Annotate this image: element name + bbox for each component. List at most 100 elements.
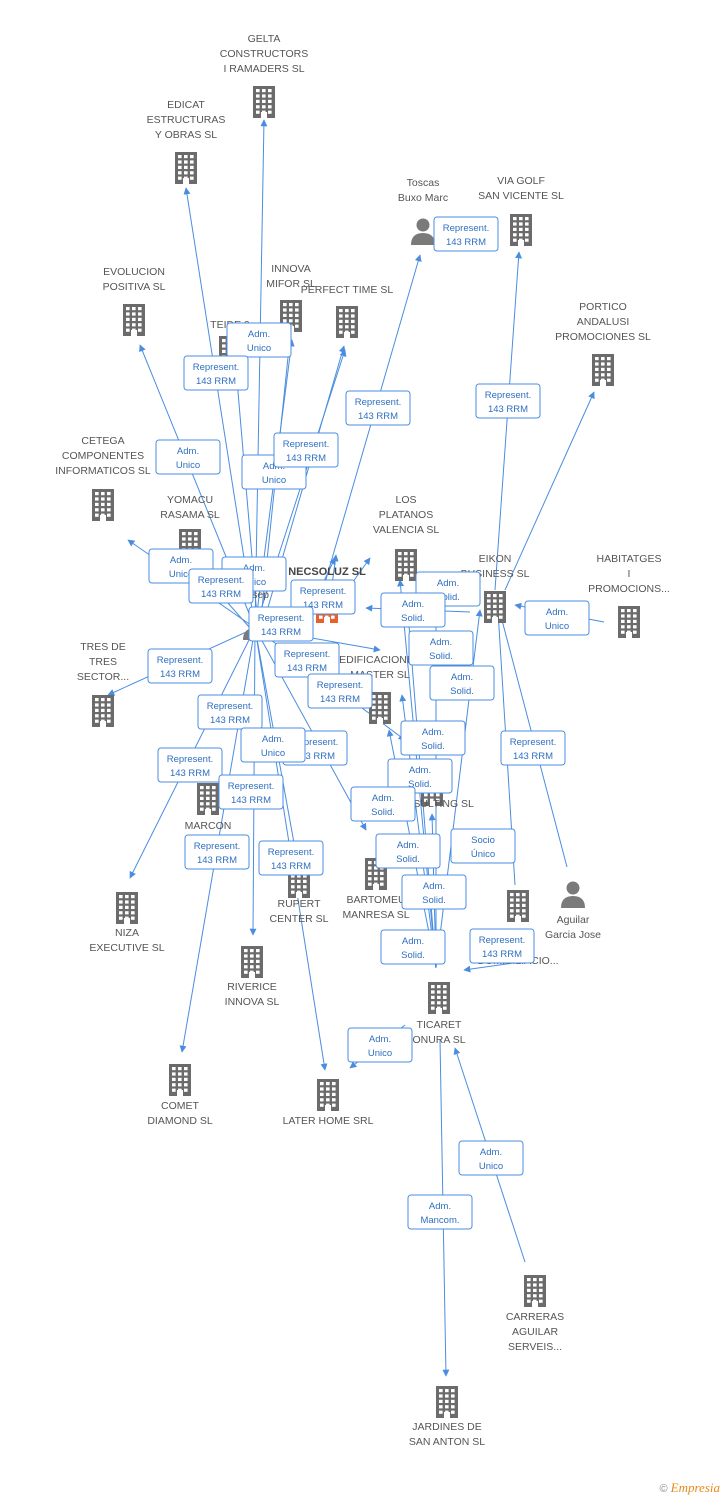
role-badge[interactable]: Adm.Solid. <box>375 833 441 869</box>
relationship-edge <box>254 627 367 831</box>
node-label: Buxo Marc <box>398 192 448 204</box>
company-node-perfect[interactable]: PERFECT TIME SL <box>301 284 394 338</box>
node-label: Y OBRAS SL <box>155 129 217 141</box>
building-icon <box>524 1275 546 1307</box>
node-label: MIFOR SL <box>266 278 316 290</box>
company-node-habitatges[interactable]: HABITATGESIPROMOCIONS... <box>588 553 670 638</box>
badge-label: Represent. <box>443 223 489 234</box>
badge-label: Represent. <box>193 362 239 373</box>
badge-label: Solid. <box>421 741 445 752</box>
role-badge[interactable]: Represent.143 RRM <box>345 390 411 426</box>
node-label: GELTA <box>248 33 281 45</box>
badge-label: 143 RRM <box>488 404 528 415</box>
building-icon <box>507 890 529 922</box>
role-badge[interactable]: Adm.Unico <box>240 727 306 763</box>
badge-label: 143 RRM <box>197 855 237 866</box>
role-badge[interactable]: Adm. Solid. <box>387 758 453 794</box>
role-badge[interactable]: Adm.Unico <box>226 322 292 358</box>
role-badge[interactable]: Adm.Solid. <box>400 720 466 756</box>
badge-label: 143 RRM <box>295 751 335 762</box>
role-badge[interactable]: Represent.143 RRM <box>183 355 249 391</box>
building-icon <box>241 946 263 978</box>
node-label: Toscas <box>407 177 440 189</box>
badge-label: Unico <box>176 460 200 471</box>
node-label: SERVEIS... <box>508 1341 562 1353</box>
role-badge[interactable]: Represent.143 RRM <box>188 568 254 604</box>
badge-label: Solid. <box>401 613 425 624</box>
role-badge[interactable]: Represent.143 RRM <box>274 642 340 678</box>
badge-label: Adm. <box>429 1201 451 1212</box>
badge-label: Represent. <box>485 390 531 401</box>
role-badge[interactable]: Represent. 143 RRM <box>475 383 541 419</box>
role-badge[interactable]: Adm.Unico <box>155 439 221 475</box>
badge-label: Solid. <box>396 854 420 865</box>
badge-label: Adm. <box>409 765 431 776</box>
badge-label: Solid. <box>408 779 432 790</box>
role-badge[interactable]: Adm.Solid. <box>350 786 416 822</box>
role-badge[interactable]: Adm.Solid. <box>401 874 467 910</box>
building-icon <box>197 783 219 815</box>
badge-label: Adm. <box>262 734 284 745</box>
role-badge[interactable]: Represent.143 RRM <box>290 579 356 615</box>
badge-label: Represent. <box>198 575 244 586</box>
building-icon <box>175 152 197 184</box>
company-node-innova[interactable]: INNOVA MIFOR SL <box>266 263 316 332</box>
badge-label: Unico <box>169 569 193 580</box>
node-label: TRES <box>89 656 117 668</box>
badge-label: Adm. <box>243 563 265 574</box>
role-badge[interactable]: Adm.Unico <box>347 1027 413 1063</box>
role-badge[interactable]: Represent.143 RRM <box>433 216 499 252</box>
company-node-carreras[interactable]: CARRERASAGUILARSERVEIS... <box>506 1275 564 1353</box>
building-icon <box>428 982 450 1014</box>
role-badge[interactable]: Adm. Solid. <box>380 592 446 628</box>
node-label: PERFECT TIME SL <box>301 284 394 296</box>
company-node-tres[interactable]: TRES DETRESSECTOR... <box>77 641 129 727</box>
badge-label: Represent. <box>258 613 304 624</box>
relationship-edge <box>319 254 422 601</box>
role-badge[interactable]: Represent.143 RRM <box>500 730 566 766</box>
role-badge[interactable]: Represent.143 RRM <box>273 432 339 468</box>
badge-label: 143 RRM <box>513 751 553 762</box>
company-node-laterhome[interactable]: LATER HOME SRL <box>283 1079 374 1127</box>
person-icon <box>411 218 435 245</box>
role-badge[interactable]: Adm.Mancom. <box>407 1194 473 1230</box>
badge-label: Adm. <box>402 599 424 610</box>
role-badge[interactable]: Adm.Unico <box>458 1140 524 1176</box>
role-badge[interactable]: Represent.143 RRM <box>197 694 263 730</box>
role-badge[interactable]: Adm.Solid. <box>380 929 446 965</box>
role-badge[interactable]: Represent.143 RRM <box>184 834 250 870</box>
role-badge[interactable]: Represent.143 RRM <box>218 774 284 810</box>
role-badge[interactable]: Adm.Solid. <box>408 630 474 666</box>
role-badge[interactable]: Represent.143 RRM <box>307 673 373 709</box>
role-badge[interactable]: Represent.143 RRM <box>147 648 213 684</box>
role-badge[interactable]: Adm.Unico <box>524 600 590 636</box>
node-label: EIKON <box>479 553 512 565</box>
role-badge[interactable]: Represent.143 RRM <box>469 928 535 964</box>
node-label: INNOVA <box>271 263 310 275</box>
building-icon <box>92 695 114 727</box>
node-label: ONURA SL <box>412 1034 465 1046</box>
badge-label: 143 RRM <box>303 600 343 611</box>
role-badge[interactable]: Adm.Solid. <box>429 665 495 701</box>
role-badge[interactable]: Represent.143 RRM <box>157 747 223 783</box>
brand-logo[interactable]: Empresia <box>670 1480 720 1495</box>
badge-label: 143 RRM <box>170 768 210 779</box>
role-badge[interactable]: Represent.143 RRM <box>258 840 324 876</box>
role-badge[interactable]: Represent.143 RRM <box>248 606 314 642</box>
